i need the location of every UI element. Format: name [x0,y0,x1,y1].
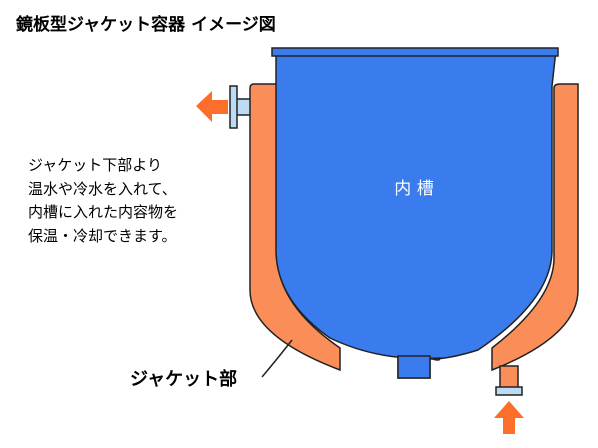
description-line: ジャケット下部より [28,156,162,174]
description-line: 内槽に入れた内容物を [28,203,179,221]
jacket-shell [249,83,579,372]
description-text: ジャケット下部より 温水や冷水を入れて、 内槽に入れた内容物を 保温・冷却できま… [28,154,178,248]
description-line: 保温・冷却できます。 [28,226,177,245]
page-title: 鏡板型ジャケット容器 イメージ図 [16,15,276,35]
description-line: 温水や冷水を入れて、 [28,179,177,198]
inlet-flange [495,386,523,396]
inlet-pipe [499,365,519,389]
jacket-label: ジャケット部 [130,368,237,390]
outlet-arrow-icon [196,91,228,122]
inner-tank [275,49,557,379]
inlet-arrow-icon [494,401,524,434]
drain-nozzle [397,355,431,379]
jacket-leader-line [261,339,293,378]
inner-tank-label: 内 槽 [394,179,433,199]
outlet-flange [229,85,238,129]
tank-rim [271,47,559,57]
